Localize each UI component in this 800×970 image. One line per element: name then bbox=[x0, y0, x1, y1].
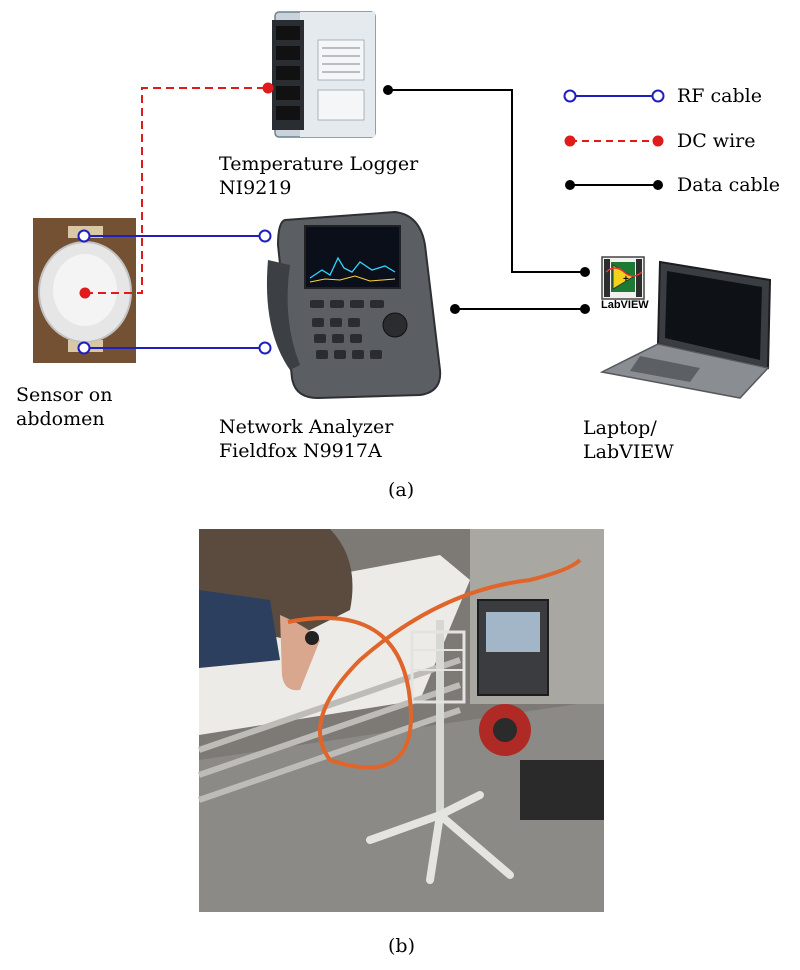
laptop-label-line1: Laptop/ bbox=[583, 417, 657, 439]
logger-label-line2: NI9219 bbox=[219, 177, 292, 199]
sensor-label-line2: abdomen bbox=[16, 408, 105, 430]
laptop-device bbox=[599, 260, 772, 399]
legend-data-symbol bbox=[565, 180, 663, 190]
svg-text:+: + bbox=[623, 274, 629, 285]
analyzer-label-line1: Network Analyzer bbox=[219, 416, 394, 438]
legend-rf-label: RF cable bbox=[677, 85, 762, 107]
legend-dc-symbol bbox=[564, 135, 664, 147]
laptop-label-line2: LabVIEW bbox=[583, 441, 674, 463]
data-cable-connections bbox=[383, 85, 590, 314]
rf-cable-connections bbox=[77, 229, 272, 355]
network-analyzer-device bbox=[266, 210, 442, 400]
caption-b: (b) bbox=[388, 935, 415, 957]
analyzer-label-line2: Fieldfox N9917A bbox=[219, 440, 382, 462]
caption-a: (a) bbox=[388, 479, 415, 501]
legend-rf-symbol bbox=[563, 89, 665, 103]
dc-wire-connection bbox=[79, 82, 274, 299]
clinical-setup-photo bbox=[198, 529, 604, 912]
sensor-label-line1: Sensor on bbox=[16, 384, 113, 406]
logger-label-line1: Temperature Logger bbox=[219, 153, 419, 175]
labview-logo-text: LabVIEW bbox=[601, 299, 649, 311]
legend-data-label: Data cable bbox=[677, 174, 781, 196]
legend-dc-label: DC wire bbox=[677, 130, 756, 152]
temperature-logger-device bbox=[272, 11, 376, 138]
labview-logo: + bbox=[601, 256, 645, 300]
